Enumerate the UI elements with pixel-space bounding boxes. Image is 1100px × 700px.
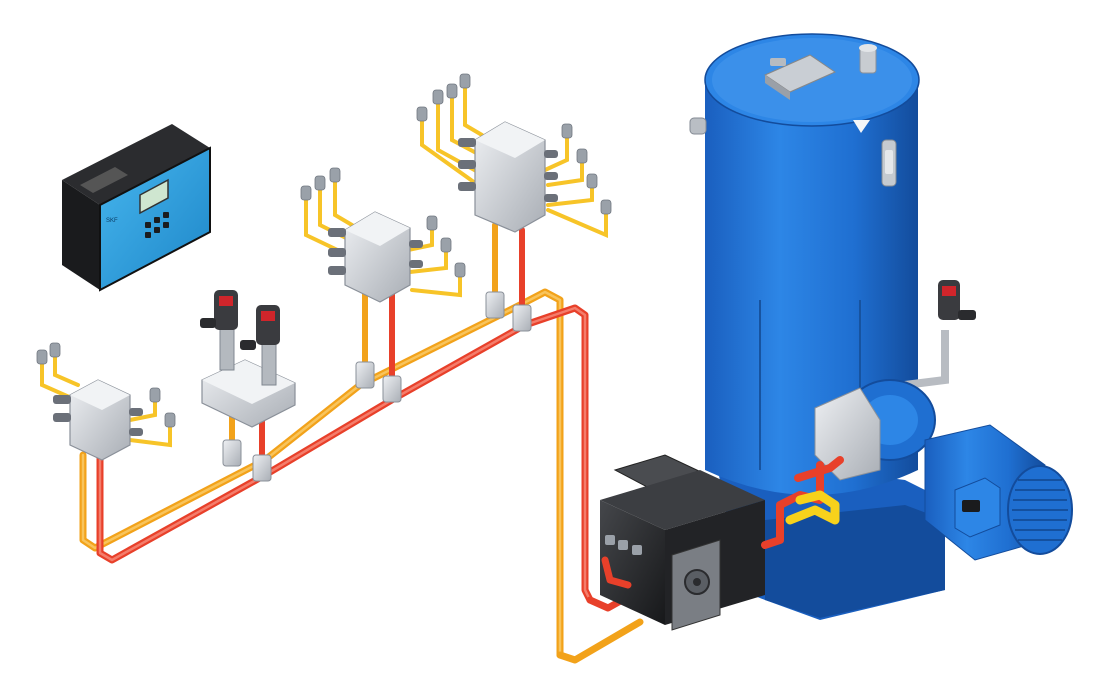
controller-display [139, 178, 169, 215]
lid-latch [881, 139, 897, 187]
vent-plug-icon [859, 44, 877, 74]
electric-motor [924, 424, 1073, 561]
pressure-switch-2 [240, 305, 280, 386]
pump-connection-lines [601, 456, 844, 589]
controller-brand-label: SKF [106, 218, 118, 224]
pump-reservoir [689, 33, 945, 620]
pressure-switch-manifold [200, 290, 296, 428]
red-main-line [96, 304, 594, 604]
pressure-switch-1 [200, 290, 238, 371]
pump-pressure-switch [904, 280, 976, 389]
controller-display-top [80, 167, 128, 193]
motor-fan-cover [1012, 479, 1068, 541]
metering-block-top [416, 73, 612, 239]
warning-triangle-icon [853, 120, 870, 133]
reversing-valve [600, 454, 765, 631]
level-port [689, 117, 707, 135]
pump-element [814, 379, 936, 481]
control-unit: SKF [62, 124, 211, 292]
controller-keypad [145, 212, 169, 238]
lid-handle [763, 54, 837, 100]
metering-block-middle [300, 167, 466, 303]
lube-point-fittings [416, 73, 612, 215]
metering-block-left [36, 342, 176, 461]
tee-fittings [222, 291, 532, 482]
